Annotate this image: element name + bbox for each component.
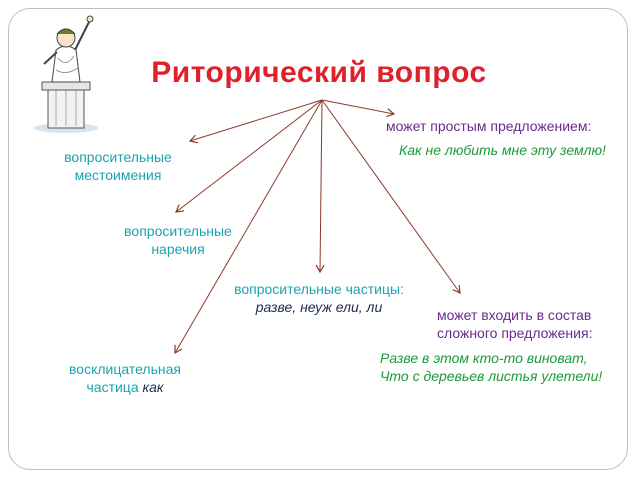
- arrow-to-pronouns: [188, 99, 323, 144]
- diagram-title: Риторический вопрос: [151, 56, 487, 89]
- branch-complex-sentence-line2: сложного предложения:: [437, 325, 593, 341]
- branch-pronouns-line1: вопросительные: [64, 149, 172, 165]
- branch-complex-sentence: может входить в состав сложного предложе…: [437, 306, 627, 342]
- branch-pronouns: вопросительные местоимения: [52, 148, 184, 184]
- branch-pronouns-line2: местоимения: [74, 167, 162, 183]
- slide-frame: [8, 8, 628, 470]
- branch-simple-sentence-label: может простым предложением:: [386, 118, 592, 134]
- branch-simple-sentence-example: Как не любить мне эту землю!: [399, 142, 606, 158]
- branch-exclamatory-line1: восклицательная: [69, 361, 181, 377]
- branch-adverbs-line1: вопросительные: [124, 223, 232, 239]
- arrow-to-simple-sentence: [321, 99, 396, 118]
- branch-complex-sentence-example-line1: Разве в этом кто-то виноват,: [380, 350, 588, 366]
- arrow-to-adverbs: [175, 99, 323, 213]
- branch-particles-examples: разве, неуж ели, ли: [255, 299, 383, 315]
- branch-adverbs: вопросительные наречия: [112, 222, 244, 258]
- branch-exclamatory-line2-prefix: частица: [86, 379, 143, 395]
- branch-complex-sentence-line1: может входить в состав: [437, 307, 592, 323]
- arrow-to-particles: [315, 99, 325, 274]
- orator-statue-icon: [34, 15, 98, 133]
- arrow-to-complex-sentence: [321, 99, 461, 294]
- branch-particles: вопросительные частицы: разве, неуж ели,…: [214, 280, 424, 316]
- branch-adverbs-line2: наречия: [151, 241, 205, 257]
- branch-exclamatory: восклицательная частица как: [50, 360, 200, 396]
- arrow-to-exclamatory: [174, 99, 323, 355]
- branch-complex-sentence-example-line2: Что с деревьев листья улетели!: [380, 368, 603, 384]
- branch-complex-sentence-example: Разве в этом кто-то виноват, Что с дерев…: [380, 349, 630, 385]
- branch-exclamatory-example: как: [142, 379, 164, 395]
- branch-particles-label: вопросительные частицы:: [234, 281, 404, 297]
